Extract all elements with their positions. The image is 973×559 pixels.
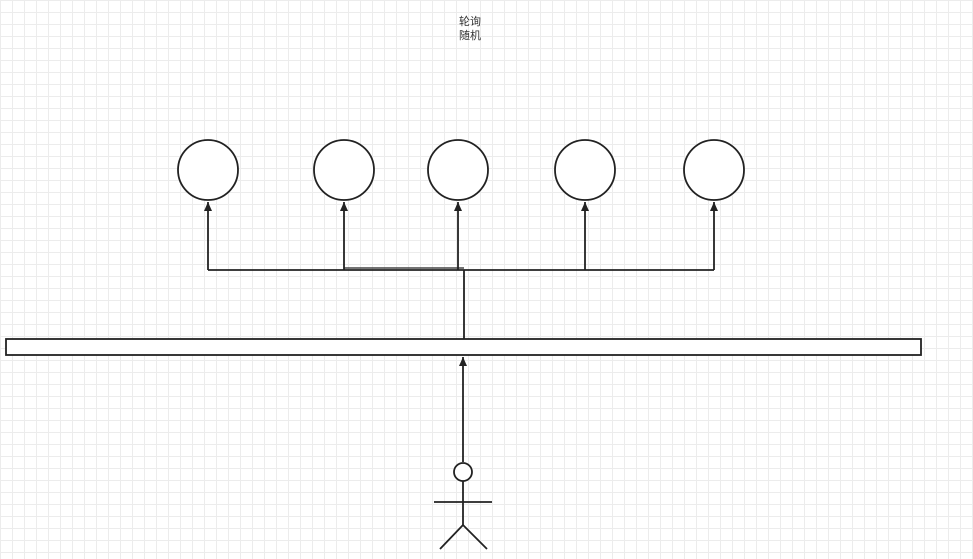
server-node-2[interactable] xyxy=(313,139,375,201)
user-actor-icon[interactable] xyxy=(434,462,492,550)
server-node-1[interactable] xyxy=(177,139,239,201)
load-balancer-bar[interactable] xyxy=(5,338,922,356)
server-node-5[interactable] xyxy=(683,139,745,201)
annotation-line-1: 轮询 xyxy=(459,15,481,28)
server-node-4[interactable] xyxy=(554,139,616,201)
annotation-line-2: 随机 xyxy=(459,29,481,42)
actor-left-leg xyxy=(439,524,464,550)
annotation-text[interactable]: 轮询 随机 xyxy=(420,15,520,43)
actor-right-leg xyxy=(462,524,488,550)
server-node-3[interactable] xyxy=(427,139,489,201)
actor-head xyxy=(453,462,473,482)
